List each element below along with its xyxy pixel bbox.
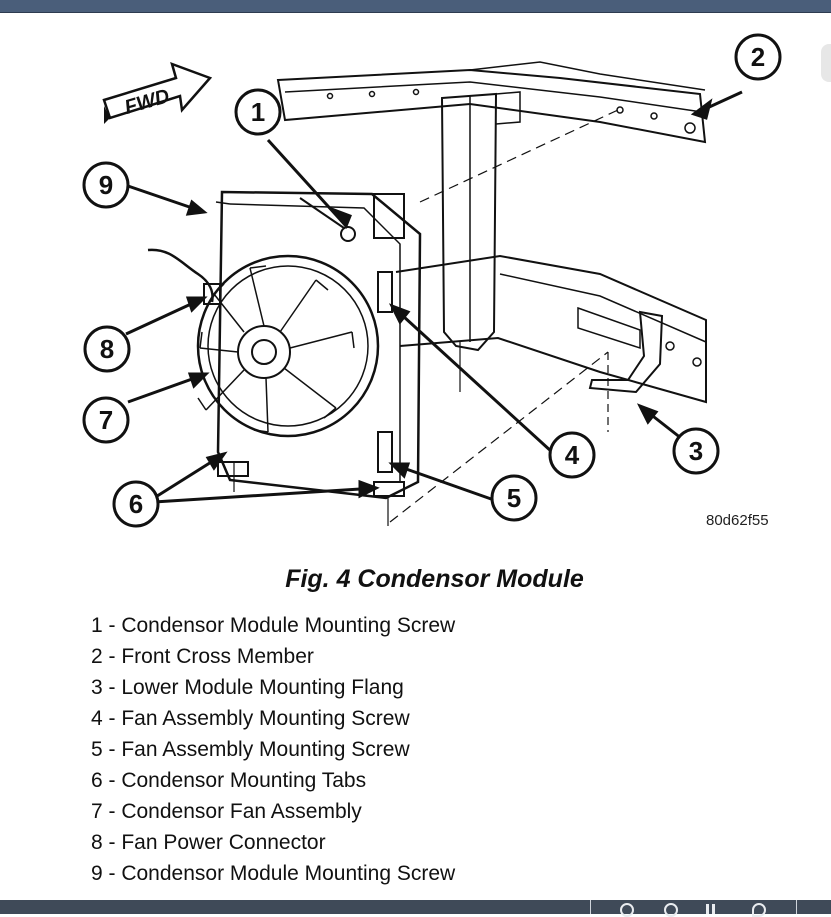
callout-9: 9 (82, 161, 130, 209)
lower-mounting-flange (588, 310, 664, 432)
svg-text:6: 6 (129, 489, 143, 519)
callout-8: 8 (83, 325, 131, 373)
lower-frame-rail (395, 254, 707, 404)
svg-text:8: 8 (100, 334, 114, 364)
legend-item: 1 - Condensor Module Mounting Screw (91, 614, 456, 637)
pause-icon[interactable] (706, 904, 709, 914)
fan-power-connector (147, 248, 221, 305)
window-top-bar (0, 0, 831, 13)
legend-item: 3 - Lower Module Mounting Flang (91, 676, 404, 699)
condenser-fan-assembly (196, 254, 380, 438)
bottom-toolbar (0, 900, 831, 917)
figure-id: 80d62f55 (706, 512, 769, 529)
legend-item: 9 - Condensor Module Mounting Screw (91, 862, 456, 885)
legend-item: 6 - Condensor Mounting Tabs (91, 769, 367, 792)
zoom-out-icon[interactable] (620, 903, 634, 917)
legend-item: 2 - Front Cross Member (91, 645, 314, 668)
fwd-label: FWD (122, 85, 172, 119)
svg-text:4: 4 (565, 440, 580, 470)
callout-3: 3 (672, 427, 720, 475)
svg-text:7: 7 (99, 405, 113, 435)
legend-item: 8 - Fan Power Connector (91, 831, 326, 854)
callout-1: 1 (234, 88, 282, 136)
callout-2: 2 (734, 33, 782, 81)
side-panel-tab[interactable] (821, 44, 831, 82)
front-cross-member (276, 61, 707, 144)
callout-7: 7 (82, 396, 130, 444)
legend-item: 5 - Fan Assembly Mounting Screw (91, 738, 410, 761)
legend-list: 1 - Condensor Module Mounting Screw 2 - … (91, 610, 455, 889)
zoom-in-icon[interactable] (664, 903, 678, 917)
callout-6: 6 (112, 480, 160, 528)
svg-text:2: 2 (751, 42, 765, 72)
condenser-module (215, 190, 422, 500)
vertical-support (440, 91, 521, 352)
callout-5: 5 (490, 474, 538, 522)
svg-text:9: 9 (99, 170, 113, 200)
toolbar-divider (796, 900, 797, 914)
legend-item: 7 - Condensor Fan Assembly (91, 800, 362, 823)
callout-4: 4 (548, 431, 596, 479)
svg-text:3: 3 (689, 436, 703, 466)
toolbar-divider (590, 900, 591, 914)
svg-text:1: 1 (251, 97, 265, 127)
rotate-icon[interactable] (752, 903, 766, 917)
module-mounting-screw (299, 197, 356, 242)
figure-caption: Fig. 4 Condensor Module (285, 565, 584, 593)
svg-text:5: 5 (507, 483, 521, 513)
fwd-arrow: FWD (102, 61, 213, 124)
legend-item: 4 - Fan Assembly Mounting Screw (91, 707, 410, 730)
condensor-module-diagram: FWD 1 2 3 4 5 6 7 8 9 (82, 33, 782, 528)
pause-icon-bar (712, 904, 715, 914)
leader-lines (125, 90, 743, 504)
